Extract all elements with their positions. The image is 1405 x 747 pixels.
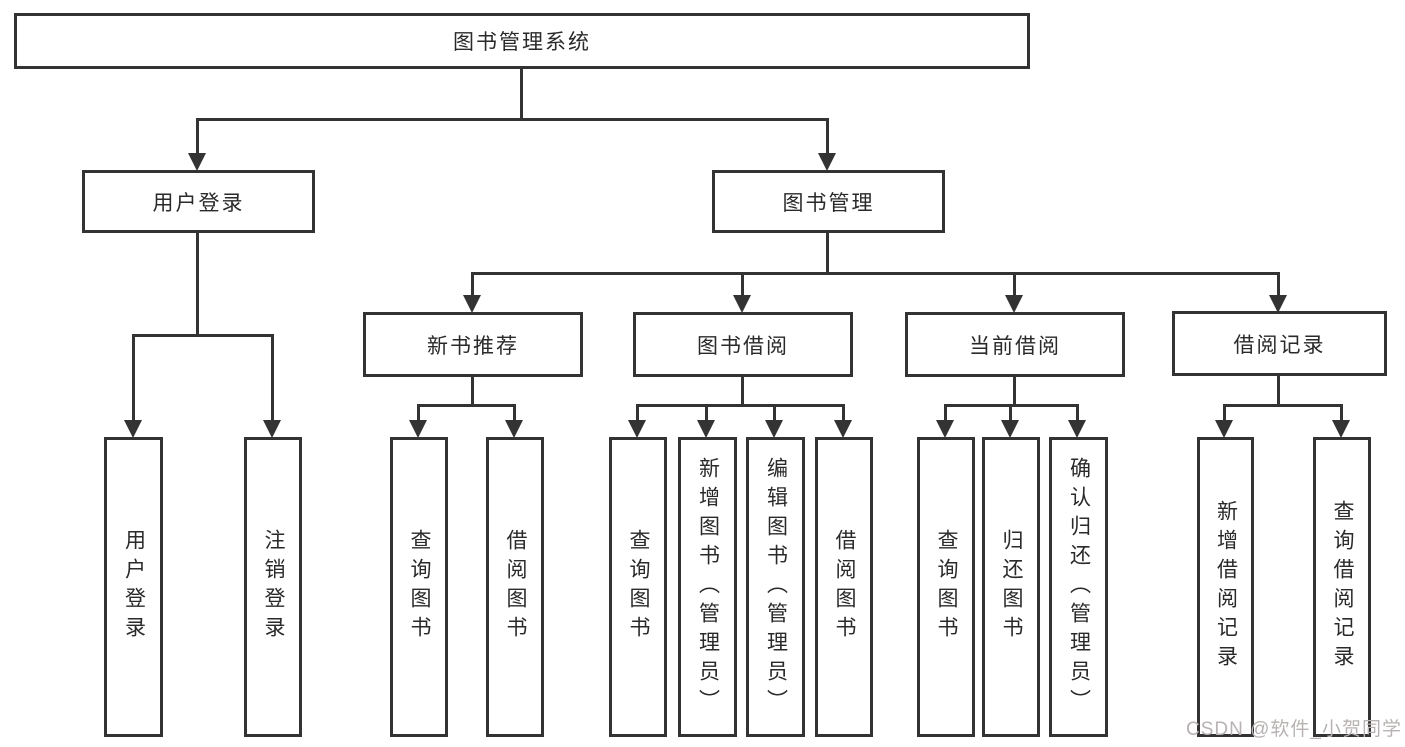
leaf-query-books-recommend: 查询图书 (390, 437, 448, 737)
leaf-query-books-current: 查询图书 (917, 437, 975, 737)
leaf-add-book-admin-label: 新增图书（管理员） (696, 456, 720, 718)
leaf-borrow-books-recommend-label: 借阅图书 (504, 529, 527, 645)
leaf-edit-book-admin: 编辑图书（管理员） (746, 437, 805, 737)
connector-new-book-rail (417, 404, 516, 407)
node-root-system-label: 图书管理系统 (453, 31, 591, 54)
connector-borrowing-records-stem (1277, 374, 1280, 406)
connector-root-stem (520, 67, 523, 120)
connector-leg-return-books (1009, 404, 1012, 423)
leaf-confirm-return-admin-label: 确认归还（管理员） (1067, 456, 1091, 718)
arrowhead-query-books-1 (409, 420, 427, 438)
arrowhead-add-book (697, 420, 715, 438)
leaf-return-books-label: 归还图书 (1000, 529, 1023, 645)
node-current-borrowing-label: 当前借阅 (969, 334, 1061, 358)
connector-leg-borrow-books-2 (842, 404, 845, 423)
connector-leg-new-book (471, 272, 474, 298)
leaf-logout-label: 注销登录 (262, 529, 285, 645)
node-borrowing-records: 借阅记录 (1172, 311, 1387, 376)
connector-leg-confirm-return (1076, 404, 1079, 423)
connector-leg-query-books-2 (636, 404, 639, 423)
connector-leg-book-management (826, 118, 829, 156)
connector-leg-borrow-books-1 (513, 404, 516, 423)
node-user-login: 用户登录 (82, 170, 315, 233)
connector-user-login-rail (132, 334, 274, 337)
arrowhead-edit-book (765, 420, 783, 438)
connector-level3-rail (471, 272, 1280, 275)
connector-leg-edit-book (773, 404, 776, 423)
leaf-query-books-borrowing: 查询图书 (609, 437, 667, 737)
connector-leg-current-borrowing (1013, 272, 1016, 298)
connector-leg-book-borrowing (741, 272, 744, 298)
node-book-management-label: 图书管理 (782, 191, 875, 215)
arrowhead-query-books-2 (628, 420, 646, 438)
arrowhead-borrow-books-1 (505, 420, 523, 438)
connector-leg-user-login (196, 118, 199, 156)
arrowhead-confirm-return (1068, 420, 1086, 438)
connector-leg-query-borrow-record (1340, 404, 1343, 423)
connector-leg-query-books-1 (417, 404, 420, 423)
node-user-login-label: 用户登录 (152, 191, 245, 215)
arrowhead-query-borrow-record (1332, 420, 1350, 438)
node-borrowing-records-label: 借阅记录 (1233, 333, 1326, 357)
leaf-query-borrow-record-label: 查询借阅记录 (1331, 500, 1354, 674)
connector-leg-add-book (705, 404, 708, 423)
arrowhead-book-management (818, 153, 836, 171)
arrowhead-book-borrowing (733, 295, 751, 313)
connector-user-login-stem (196, 230, 199, 337)
node-root-system: 图书管理系统 (14, 13, 1030, 69)
connector-current-borrowing-stem (1013, 374, 1016, 406)
leaf-add-borrow-record: 新增借阅记录 (1197, 437, 1254, 737)
arrowhead-user-login (188, 153, 206, 171)
leaf-add-book-admin: 新增图书（管理员） (678, 437, 737, 737)
connector-book-management-stem (826, 230, 829, 275)
arrowhead-leaf-user-login (124, 420, 142, 438)
leaf-logout: 注销登录 (244, 437, 302, 737)
arrowhead-borrow-books-2 (834, 420, 852, 438)
leaf-user-login: 用户登录 (104, 437, 163, 737)
leaf-confirm-return-admin: 确认归还（管理员） (1049, 437, 1108, 737)
csdn-watermark: CSDN @软件_小贺同学 (1186, 719, 1402, 740)
leaf-query-books-current-label: 查询图书 (935, 529, 958, 645)
node-book-borrowing-label: 图书借阅 (697, 334, 789, 358)
connector-new-book-stem (471, 374, 474, 406)
connector-book-borrowing-stem (741, 374, 744, 406)
leaf-borrow-books-borrowing: 借阅图书 (815, 437, 873, 737)
leaf-user-login-label: 用户登录 (122, 529, 146, 645)
node-book-management: 图书管理 (712, 170, 945, 233)
node-new-book-recommend-label: 新书推荐 (427, 334, 519, 358)
arrowhead-leaf-logout (263, 420, 281, 438)
leaf-query-books-borrowing-label: 查询图书 (627, 529, 650, 645)
arrowhead-current-borrowing (1005, 295, 1023, 313)
arrowhead-borrowing-records (1269, 295, 1287, 313)
node-current-borrowing: 当前借阅 (905, 312, 1125, 377)
leaf-borrow-books-borrowing-label: 借阅图书 (833, 529, 856, 645)
arrowhead-return-books (1001, 420, 1019, 438)
connector-leg-query-books-3 (944, 404, 947, 423)
arrowhead-add-borrow-record (1215, 420, 1233, 438)
leaf-borrow-books-recommend: 借阅图书 (486, 437, 544, 737)
connector-level1-rail (196, 118, 829, 121)
node-book-borrowing: 图书借阅 (633, 312, 853, 377)
leaf-return-books: 归还图书 (982, 437, 1040, 737)
leaf-add-borrow-record-label: 新增借阅记录 (1214, 500, 1238, 674)
connector-book-borrowing-rail (636, 404, 845, 407)
connector-leg-leaf-user-login (132, 334, 135, 423)
leaf-query-borrow-record: 查询借阅记录 (1313, 437, 1371, 737)
arrowhead-query-books-3 (936, 420, 954, 438)
arrowhead-new-book (463, 295, 481, 313)
connector-borrowing-records-rail (1223, 404, 1343, 407)
connector-leg-leaf-logout (271, 334, 274, 423)
leaf-query-books-recommend-label: 查询图书 (408, 529, 431, 645)
connector-leg-add-borrow-record (1223, 404, 1226, 423)
leaf-edit-book-admin-label: 编辑图书（管理员） (764, 456, 788, 718)
node-new-book-recommend: 新书推荐 (363, 312, 583, 377)
connector-leg-borrowing-records (1277, 272, 1280, 298)
